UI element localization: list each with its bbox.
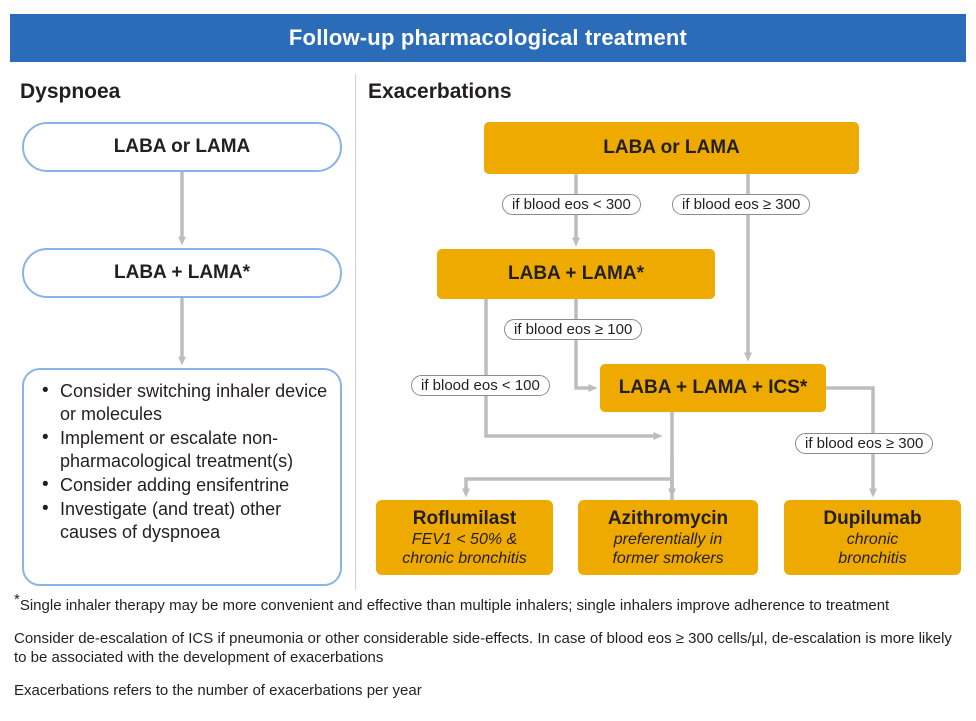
condition-label-eos-lt-300: if blood eos < 300 <box>502 194 641 215</box>
page-title: Follow-up pharmacological treatment <box>288 25 688 50</box>
box-dyspnoea-laba-or-lama[interactable]: LABA or LAMA <box>22 122 342 172</box>
outcome-note-line2: chronic bronchitis <box>402 550 527 567</box>
list-item: Consider adding ensifentrine <box>38 473 328 497</box>
condition-label-eos-lt-100: if blood eos < 100 <box>411 375 550 396</box>
condition-text: if blood eos ≥ 300 <box>805 435 924 452</box>
column-divider <box>355 74 356 590</box>
column-heading-dyspnoea: Dyspnoea <box>20 80 121 103</box>
column-heading-exacerbations: Exacerbations <box>368 80 512 103</box>
box-label: LABA or LAMA <box>603 137 740 158</box>
box-label: LABA or LAMA <box>113 136 251 157</box>
condition-label-eos-ge-100: if blood eos ≥ 100 <box>504 319 643 340</box>
outcome-note-line2: former smokers <box>612 550 724 567</box>
outcome-name: Roflumilast <box>412 508 517 529</box>
footnote-text: Single inhaler therapy may be more conve… <box>19 597 890 614</box>
condition-text: if blood eos ≥ 100 <box>514 321 633 338</box>
footnote-marker: * <box>14 591 20 608</box>
list-item: Consider switching inhaler device or mol… <box>38 379 328 426</box>
list-item: Investigate (and treat) other causes of … <box>38 497 328 544</box>
dyspnoea-action-list: Consider switching inhaler device or mol… <box>38 379 328 544</box>
condition-text: if blood eos < 300 <box>512 196 631 213</box>
outcome-note-line1: chronic <box>846 531 899 548</box>
footnote-exacerbations: Exacerbations refers to the number of ex… <box>14 682 422 699</box>
footnote-de-escalation: Consider de-escalation of ICS if pneumon… <box>14 630 952 666</box>
outcome-note-line1: FEV1 < 50% & <box>411 531 518 548</box>
footnote-asterisk: *Single inhaler therapy may be more conv… <box>14 592 966 615</box>
box-outcome-azithromycin[interactable]: Azithromycin preferentially in former sm… <box>578 500 758 575</box>
footnotes: *Single inhaler therapy may be more conv… <box>14 592 966 714</box>
outcome-name: Azithromycin <box>607 508 729 529</box>
list-item: Implement or escalate non-pharmacologica… <box>38 426 328 473</box>
box-outcome-roflumilast[interactable]: Roflumilast FEV1 < 50% & chronic bronchi… <box>376 500 553 575</box>
box-exacerbations-laba-plus-lama[interactable]: LABA + LAMA* <box>437 249 715 299</box>
box-outcome-dupilumab[interactable]: Dupilumab chronic bronchitis <box>784 500 961 575</box>
box-exacerbations-laba-or-lama[interactable]: LABA or LAMA <box>484 122 859 174</box>
header-banner: Follow-up pharmacological treatment <box>10 14 966 62</box>
outcome-note-line1: preferentially in <box>613 531 723 548</box>
outcome-name: Dupilumab <box>823 508 922 529</box>
outcome-note-line2: bronchitis <box>838 550 907 567</box>
box-label: LABA + LAMA + ICS* <box>618 377 808 398</box>
box-label: LABA + LAMA* <box>114 262 250 283</box>
condition-text: if blood eos ≥ 300 <box>682 196 801 213</box>
box-dyspnoea-actions[interactable]: Consider switching inhaler device or mol… <box>22 368 342 586</box>
condition-label-eos-ge-300-top: if blood eos ≥ 300 <box>672 194 811 215</box>
condition-label-eos-ge-300-dupilumab: if blood eos ≥ 300 <box>795 433 934 454</box>
box-dyspnoea-laba-plus-lama[interactable]: LABA + LAMA* <box>22 248 342 298</box>
condition-text: if blood eos < 100 <box>421 377 540 394</box>
box-exacerbations-laba-lama-ics[interactable]: LABA + LAMA + ICS* <box>600 364 826 412</box>
box-label: LABA + LAMA* <box>508 263 644 284</box>
